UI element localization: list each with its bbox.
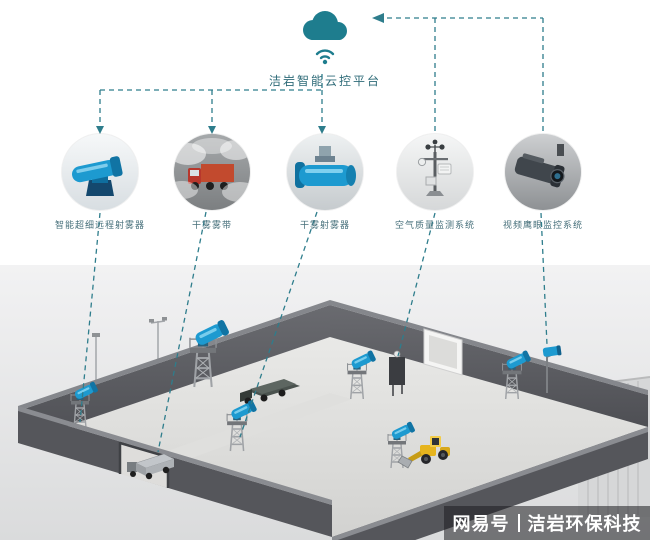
device-label: 干雾雾带: [191, 221, 232, 231]
cloud-platform: 洁岩智能云控平台: [0, 6, 650, 89]
cloud-icon: [303, 11, 347, 65]
watermark-name: 洁岩环保科技: [527, 514, 642, 535]
watermark-divider: [517, 514, 520, 532]
device-video-monitor: 视频鹰眼监控系统: [473, 134, 613, 231]
platform-label: 洁岩智能云控平台: [268, 74, 381, 88]
camera-icon: [505, 134, 581, 210]
device-dry-fog-belt: 干雾雾带: [142, 134, 282, 231]
wheel-loader: [397, 436, 450, 469]
dry-fog-belt-photo: [174, 134, 250, 210]
eagle-eye-camera: [542, 345, 562, 393]
device-dry-fog-sprayer: 干雾射雾器: [255, 134, 395, 231]
wifi-icon: [315, 49, 335, 60]
fog-truck-icon: [174, 134, 250, 210]
front-right-wall: [332, 427, 648, 540]
device-label: 干雾射雾器: [299, 221, 350, 231]
facility-3d-scene: [0, 265, 650, 540]
air-quality-station: [389, 350, 405, 396]
device-label: 视频鹰眼监控系统: [502, 221, 583, 231]
watermark: 网易号 洁岩环保科技: [444, 506, 650, 540]
dry-fog-sprayer-icon: [287, 134, 363, 210]
fog-cannon-icon: [62, 134, 138, 210]
watermark-brand: 网易号: [452, 514, 510, 535]
remote-fog-cannon-photo: [62, 134, 138, 210]
air-quality-monitor-photo: [397, 134, 473, 210]
weather-station-icon: [397, 134, 473, 210]
dry-fog-sprayer-photo: [287, 134, 363, 210]
entering-truck: [127, 453, 175, 480]
video-monitor-photo: [505, 134, 581, 210]
